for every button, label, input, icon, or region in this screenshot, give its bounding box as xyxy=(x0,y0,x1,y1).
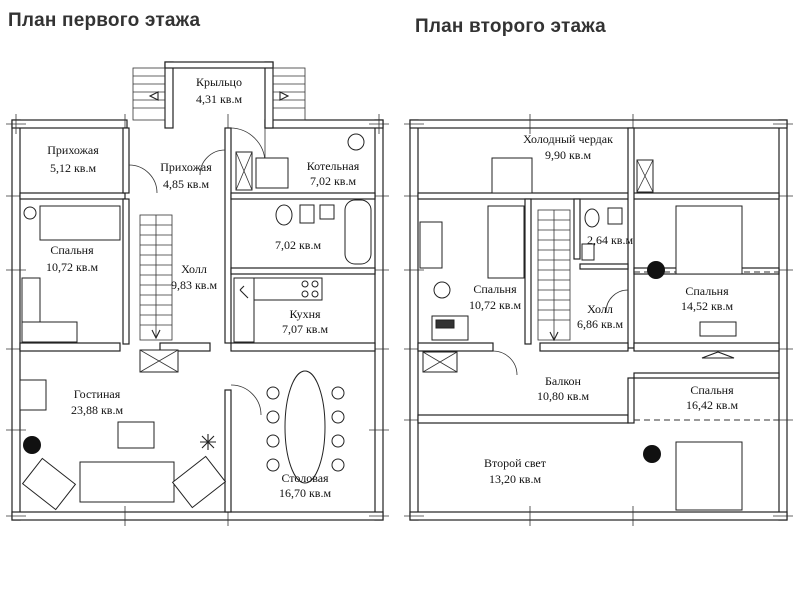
room-name: Прихожая xyxy=(160,160,212,174)
room-area: 10,80 кв.м xyxy=(537,389,589,403)
room-area: 4,85 кв.м xyxy=(163,177,209,191)
room-area: 13,20 кв.м xyxy=(489,472,541,486)
room-area: 5,12 кв.м xyxy=(50,161,96,175)
first-floor-plan xyxy=(6,61,389,526)
first-floor-labels: Крыльцо 4,31 кв.м Прихожая 5,12 кв.м При… xyxy=(46,75,360,500)
room-area: 23,88 кв.м xyxy=(71,403,123,417)
room-name: Холл xyxy=(587,302,613,316)
room-area: 14,52 кв.м xyxy=(681,299,733,313)
room-area: 10,72 кв.м xyxy=(469,298,521,312)
room-name: Столовая xyxy=(281,471,329,485)
room-area: 4,31 кв.м xyxy=(196,92,242,106)
room-name: Кухня xyxy=(289,307,321,321)
room-area: 7,07 кв.м xyxy=(282,322,328,336)
room-name: Балкон xyxy=(545,374,582,388)
room-name: Спальня xyxy=(473,282,517,296)
room-name: Котельная xyxy=(307,159,360,173)
room-name: Второй свет xyxy=(484,456,547,470)
room-name: Крыльцо xyxy=(196,75,242,89)
room-name: Прихожая xyxy=(47,143,99,157)
room-area: 7,02 кв.м xyxy=(275,238,321,252)
room-name: Холодный чердак xyxy=(523,132,613,146)
room-area: 9,90 кв.м xyxy=(545,148,591,162)
room-name: Спальня xyxy=(685,284,729,298)
room-name: Холл xyxy=(181,262,207,276)
second-floor-plan xyxy=(404,114,793,526)
room-area: 7,02 кв.м xyxy=(310,174,356,188)
second-floor-title: План второго этажа xyxy=(415,16,606,37)
room-area: 9,83 кв.м xyxy=(171,278,217,292)
room-area: 2,64 кв.м xyxy=(587,233,633,247)
room-area: 16,70 кв.м xyxy=(279,486,331,500)
room-name: Спальня xyxy=(690,383,734,397)
room-area: 16,42 кв.м xyxy=(686,398,738,412)
room-name: Гостиная xyxy=(74,387,121,401)
room-area: 10,72 кв.м xyxy=(46,260,98,274)
room-area: 6,86 кв.м xyxy=(577,317,623,331)
room-name: Спальня xyxy=(50,243,94,257)
first-floor-title: План первого этажа xyxy=(8,10,201,31)
second-floor-labels: Холодный чердак 9,90 кв.м 2,64 кв.м Спал… xyxy=(469,132,738,486)
